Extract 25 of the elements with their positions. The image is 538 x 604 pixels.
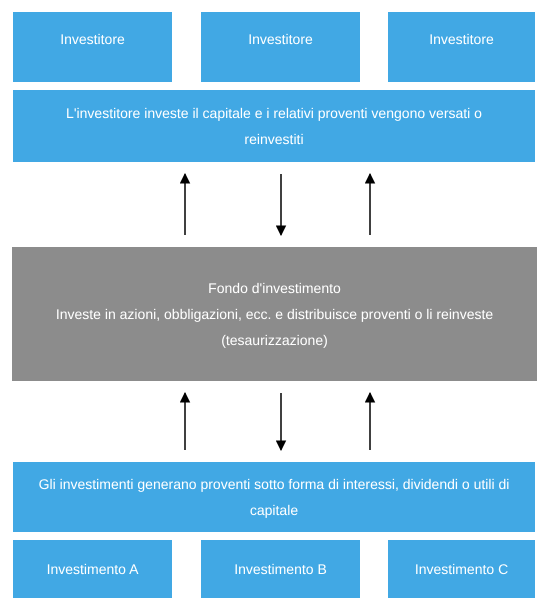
box-text: Investitore (248, 30, 313, 49)
box-text: Investimento C (414, 560, 508, 579)
info-box (13, 90, 535, 162)
info-box (13, 462, 535, 532)
box-text: L'investitore investe il capitale e i relativi proventi vengono versati o reinvestiti (65, 104, 483, 149)
box-title: Fondo d'investimento (208, 279, 341, 298)
box-text: Investitore (60, 30, 125, 49)
info-box (13, 540, 172, 598)
box-text: Investimento B (234, 560, 327, 579)
box-text: Investimento A (46, 560, 138, 579)
info-box (201, 540, 360, 598)
box-text: Investitore (429, 30, 494, 49)
arrow (276, 174, 286, 236)
info-box (388, 12, 535, 82)
fund-box (12, 247, 537, 381)
box-text: Investe in azioni, obbligazioni, ecc. e distribuisce proventi o li reinveste (tesaurizzazione) (54, 305, 494, 350)
info-box (13, 12, 172, 82)
arrow (364, 172, 376, 235)
info-box (201, 12, 360, 82)
arrow (276, 393, 286, 452)
info-box (388, 540, 535, 598)
arrow (180, 392, 190, 450)
arrow (180, 172, 190, 235)
arrow (364, 392, 376, 450)
box-text: Gli investimenti generano proventi sotto forma di interessi, dividendi o utili di capitale (38, 475, 510, 520)
